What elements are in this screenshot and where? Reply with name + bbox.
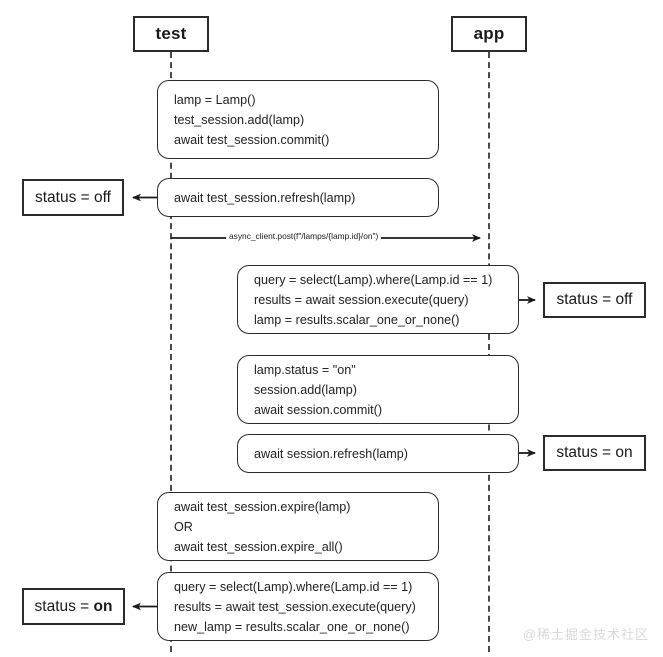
code-line: new_lamp = results.scalar_one_or_none() [174,619,410,634]
code-line: test_session.add(lamp) [174,112,305,127]
code-line: results = await session.execute(query) [254,292,469,307]
lifeline-test [170,52,172,652]
code-line: query = select(Lamp).where(Lamp.id == 1) [254,272,493,287]
code-line: query = select(Lamp).where(Lamp.id == 1) [174,579,413,594]
code-line: lamp.status = "on" [254,362,356,377]
code-line: await test_session.expire_all() [174,539,343,554]
status-note-value: off [615,291,633,308]
actor-header-test[interactable]: test [133,16,209,52]
actor-header-app[interactable]: app [451,16,527,52]
code-line: results = await test_session.execute(que… [174,599,416,614]
code-line: await test_session.refresh(lamp) [174,190,356,205]
arrow-label-post-lamp-on: async_client.post(f"/lamps/{lamp.id}/on"… [226,231,382,241]
status-note-prefix: status = [556,291,616,308]
code-block-test-refresh-lamp[interactable]: await test_session.refresh(lamp) [157,178,439,217]
status-note-value: on [615,444,633,461]
status-note-status-off-app[interactable]: status = off [543,282,646,318]
status-note-prefix: status = [556,444,616,461]
code-block-app-set-status-on[interactable]: lamp.status = "on" session.add(lamp) awa… [237,355,519,424]
code-block-app-query-lamp[interactable]: query = select(Lamp).where(Lamp.id == 1)… [237,265,519,334]
code-line: lamp = Lamp() [174,92,256,107]
code-line: lamp = results.scalar_one_or_none() [254,312,460,327]
code-block-test-expire[interactable]: await test_session.expire(lamp) OR await… [157,492,439,561]
code-block-app-refresh-lamp[interactable]: await session.refresh(lamp) [237,434,519,473]
status-note-value: on [93,597,113,615]
status-note-value: off [94,188,111,206]
lifeline-app [488,52,490,652]
status-note-status-on-test[interactable]: status = on [22,588,125,625]
code-line: await test_session.expire(lamp) [174,499,351,514]
watermark: @稀土掘金技术社区 [522,627,649,642]
code-block-test-requery[interactable]: query = select(Lamp).where(Lamp.id == 1)… [157,572,439,641]
code-line: session.add(lamp) [254,382,357,397]
code-block-test-create-lamp[interactable]: lamp = Lamp() test_session.add(lamp) awa… [157,80,439,159]
code-line: OR [174,519,193,534]
status-note-status-off-test[interactable]: status = off [22,179,124,216]
code-line: await test_session.commit() [174,132,330,147]
status-note-prefix: status = [35,188,95,206]
status-note-status-on-app[interactable]: status = on [543,435,646,471]
status-note-prefix: status = [34,597,94,615]
code-line: await session.refresh(lamp) [254,446,408,461]
actor-label-test: test [155,24,187,43]
actor-label-app: app [473,24,505,43]
code-line: await session.commit() [254,402,383,417]
